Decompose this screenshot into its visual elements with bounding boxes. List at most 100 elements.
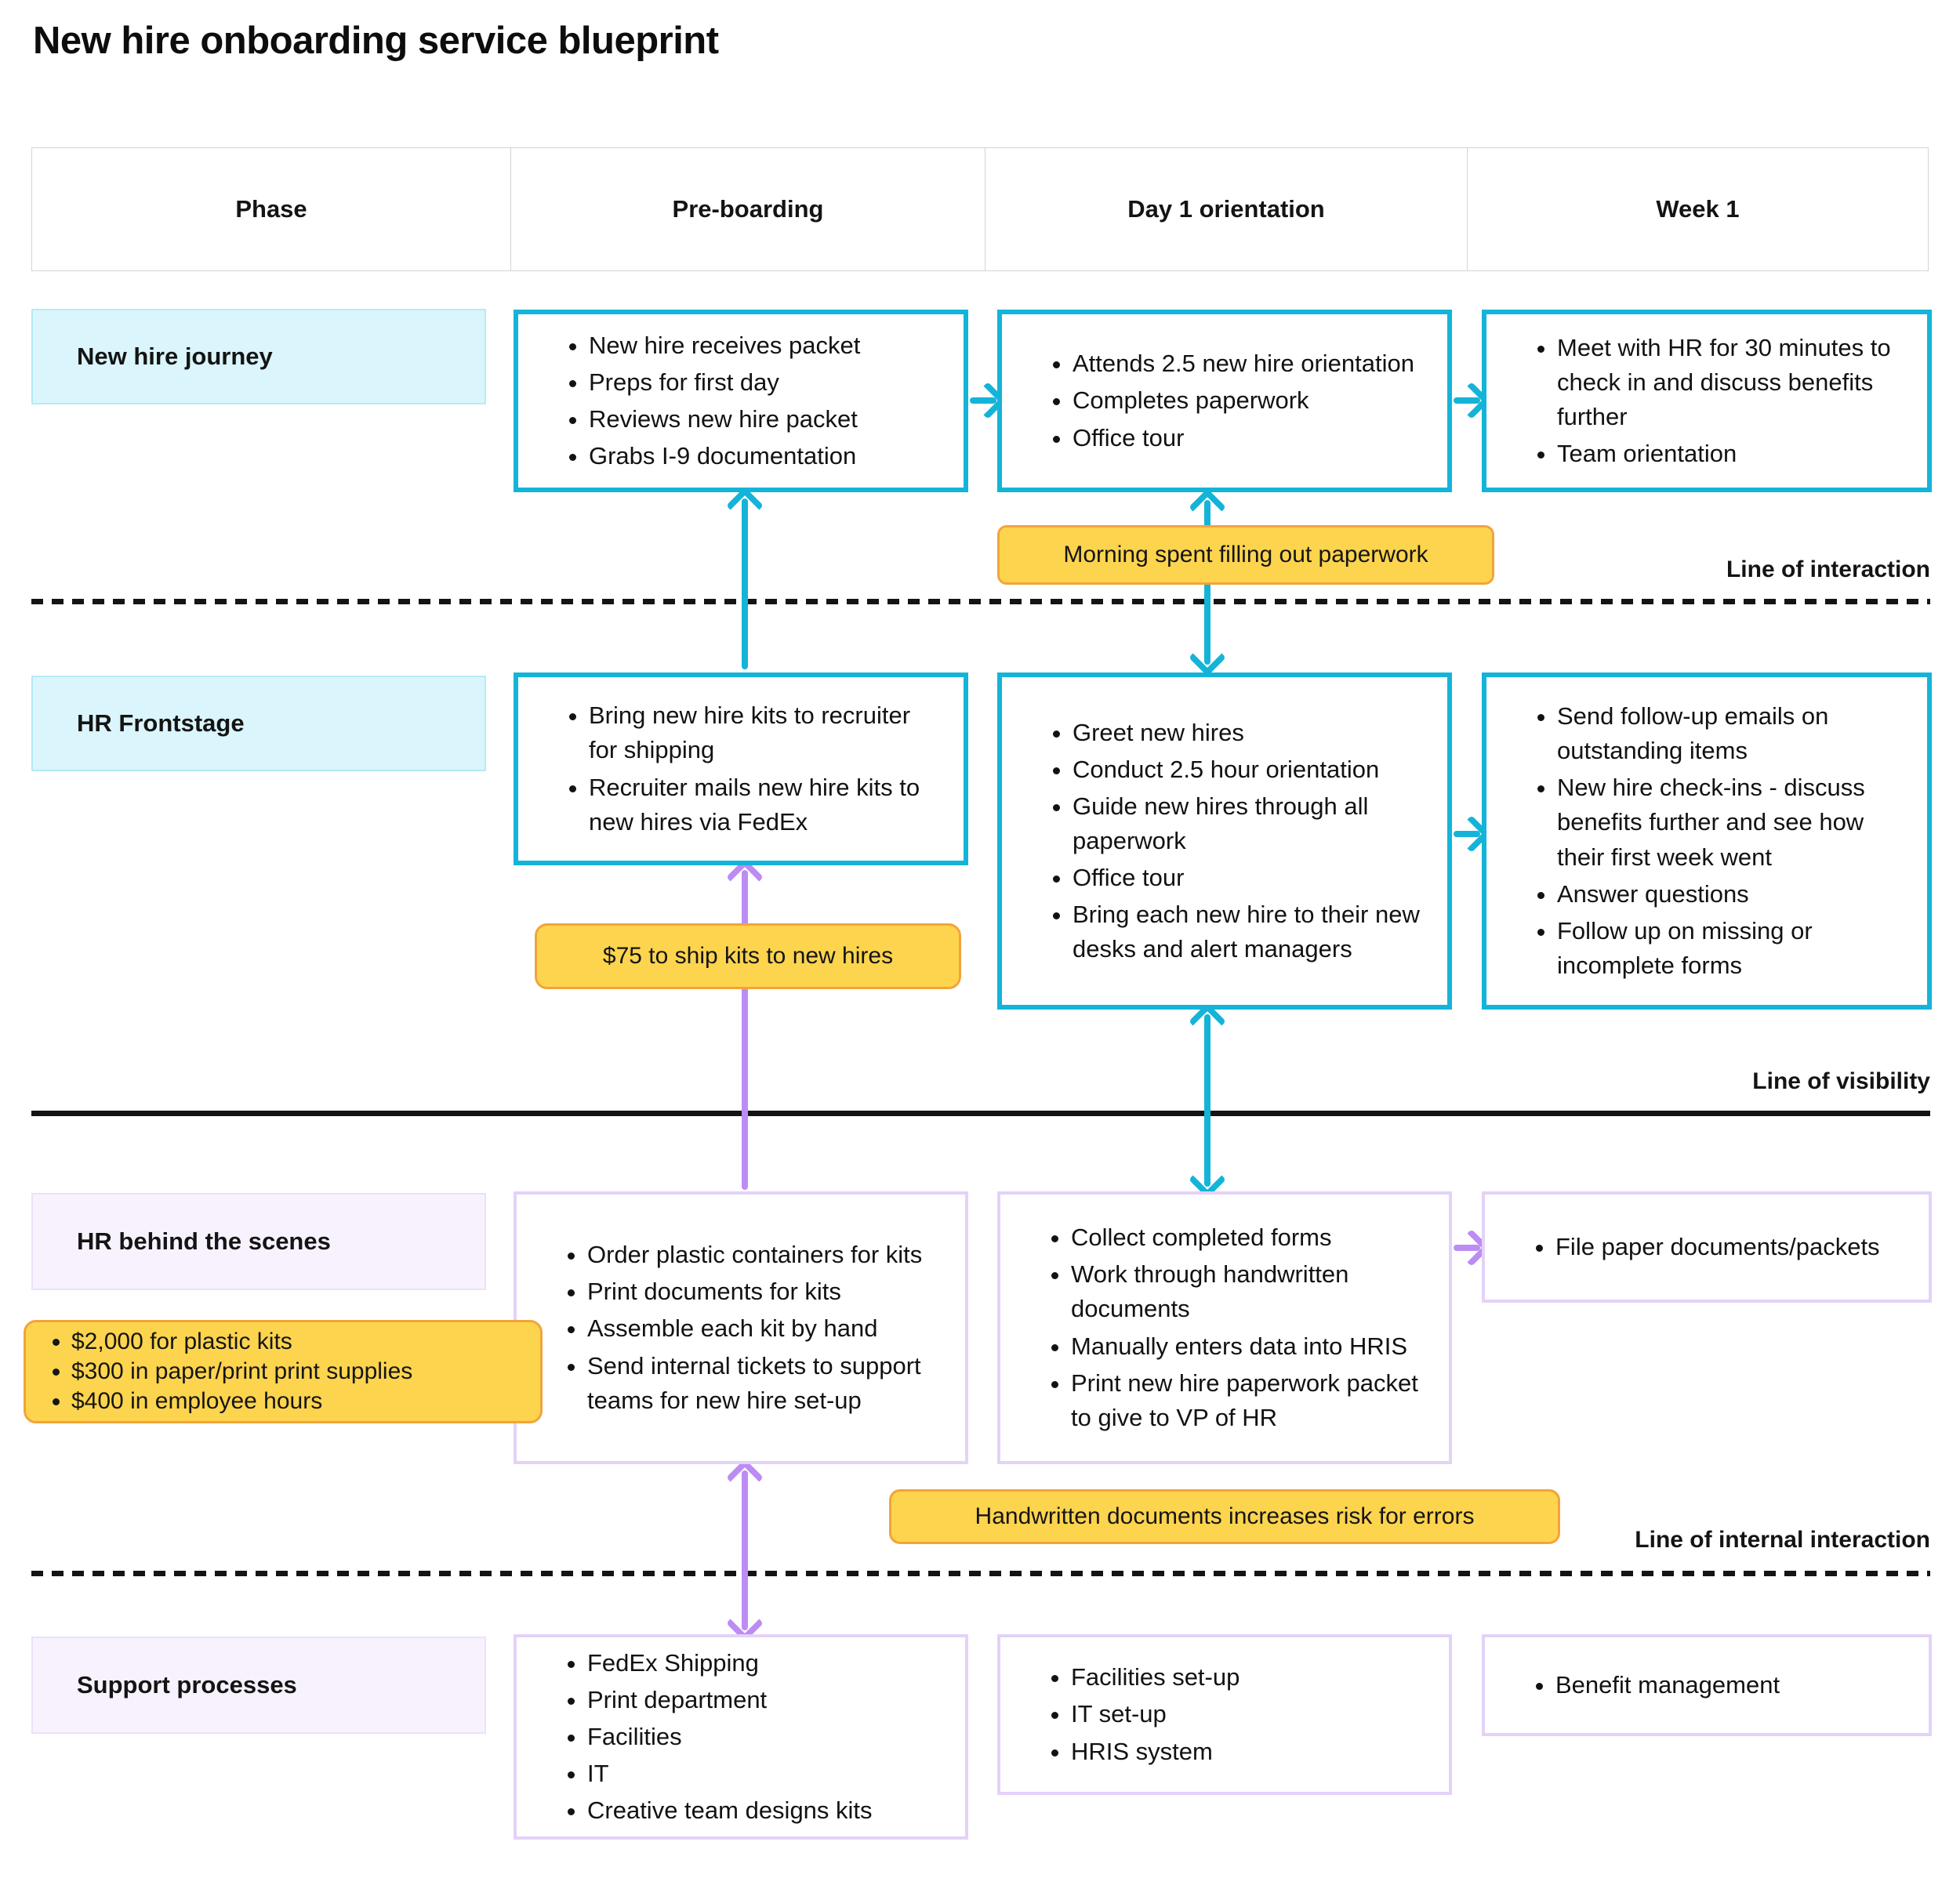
bullet-item: Bring new hire kits to recruiter for shi… bbox=[589, 698, 945, 767]
bullet-item: Recruiter mails new hire kits to new hir… bbox=[589, 770, 945, 839]
bullet-list: Benefit management bbox=[1527, 1666, 1780, 1705]
phase-header-day1: Day 1 orientation bbox=[985, 148, 1467, 270]
box-support-day1: Facilities set-upIT set-upHRIS system bbox=[997, 1634, 1452, 1795]
bullet-item: Bring each new hire to their new desks a… bbox=[1073, 897, 1428, 966]
arrow-shaft bbox=[970, 397, 996, 404]
box-backstage-preboarding: Order plastic containers for kitsPrint d… bbox=[514, 1191, 968, 1464]
bullet-item: Greet new hires bbox=[1073, 716, 1428, 750]
lane-label-hr-frontstage: HR Frontstage bbox=[31, 676, 486, 771]
arrow-frontstage-backstage-day1-bidirectional bbox=[1184, 1002, 1231, 1199]
line-of-visibility bbox=[31, 1111, 1930, 1116]
bullet-item: Creative team designs kits bbox=[587, 1793, 873, 1828]
box-journey-week1: Meet with HR for 30 minutes to check in … bbox=[1482, 310, 1932, 492]
bullet-item: Send follow-up emails on outstanding ite… bbox=[1557, 699, 1908, 768]
bullet-item: Send internal tickets to support teams f… bbox=[587, 1349, 946, 1418]
bullet-item: $400 in employee hours bbox=[71, 1388, 412, 1415]
arrow-shaft bbox=[742, 870, 748, 1190]
line-of-internal-interaction-label: Line of internal interaction bbox=[1635, 1527, 1930, 1553]
phase-header-week1: Week 1 bbox=[1467, 148, 1928, 270]
arrow-shaft bbox=[1204, 1014, 1210, 1187]
bullet-item: Collect completed forms bbox=[1071, 1220, 1430, 1255]
callout-handwritten-risk: Handwritten documents increases risk for… bbox=[889, 1489, 1560, 1544]
bullet-item: Attends 2.5 new hire orientation bbox=[1073, 346, 1414, 381]
bullet-item: Assemble each kit by hand bbox=[587, 1311, 946, 1346]
bullet-item: Office tour bbox=[1073, 861, 1428, 895]
bullet-list: Send follow-up emails on outstanding ite… bbox=[1529, 697, 1908, 984]
bullet-item: New hire check-ins - discuss benefits fu… bbox=[1557, 770, 1908, 874]
bullet-item: Office tour bbox=[1073, 421, 1414, 455]
bullet-list: New hire receives packetPreps for first … bbox=[561, 326, 860, 476]
bullet-item: Grabs I-9 documentation bbox=[589, 439, 860, 473]
arrow-journey-day1-to-week1 bbox=[1452, 381, 1491, 420]
bullet-item: IT set-up bbox=[1071, 1697, 1240, 1731]
bullet-item: New hire receives packet bbox=[589, 328, 860, 363]
bullet-item: Facilities set-up bbox=[1071, 1660, 1240, 1695]
box-journey-preboarding: New hire receives packetPreps for first … bbox=[514, 310, 968, 492]
bullet-item: Completes paperwork bbox=[1073, 383, 1414, 418]
box-backstage-day1: Collect completed formsWork through hand… bbox=[997, 1191, 1452, 1464]
bullet-item: Print documents for kits bbox=[587, 1274, 946, 1309]
bullet-list: $2,000 for plastic kits $300 in paper/pri… bbox=[45, 1325, 412, 1418]
bullet-item: FedEx Shipping bbox=[587, 1646, 873, 1680]
bullet-list: Bring new hire kits to recruiter for shi… bbox=[561, 696, 945, 841]
box-frontstage-week1: Send follow-up emails on outstanding ite… bbox=[1482, 673, 1932, 1010]
arrow-backstage-to-frontstage-preboarding bbox=[721, 857, 768, 1193]
box-frontstage-day1: Greet new hiresConduct 2.5 hour orientat… bbox=[997, 673, 1452, 1010]
arrow-shaft bbox=[1454, 1245, 1480, 1251]
bullet-list: Order plastic containers for kitsPrint d… bbox=[559, 1235, 946, 1419]
page-title: New hire onboarding service blueprint bbox=[33, 20, 719, 62]
box-frontstage-preboarding: Bring new hire kits to recruiter for shi… bbox=[514, 673, 968, 865]
arrow-head-up-icon bbox=[725, 486, 764, 525]
bullet-item: HRIS system bbox=[1071, 1735, 1240, 1769]
line-of-interaction-label: Line of interaction bbox=[1726, 557, 1930, 582]
bullet-item: Follow up on missing or incomplete forms bbox=[1557, 914, 1908, 983]
arrow-backstage-day1-to-week1 bbox=[1452, 1228, 1491, 1267]
arrow-backstage-support-preboarding-bidirectional bbox=[721, 1458, 768, 1643]
phase-header-phase: Phase bbox=[235, 195, 307, 223]
arrow-shaft bbox=[742, 499, 748, 669]
bullet-item: Team orientation bbox=[1557, 437, 1908, 471]
line-of-visibility-label: Line of visibility bbox=[1752, 1068, 1930, 1094]
arrow-head-down-icon bbox=[1188, 638, 1227, 677]
lane-label-hr-behind-the-scenes: HR behind the scenes bbox=[31, 1193, 486, 1290]
bullet-item: Answer questions bbox=[1557, 877, 1908, 912]
bullet-item: $2,000 for plastic kits bbox=[71, 1329, 412, 1355]
line-of-internal-interaction bbox=[31, 1571, 1930, 1576]
callout-shipping-cost: $75 to ship kits to new hires bbox=[535, 923, 961, 989]
lane-label-new-hire-journey: New hire journey bbox=[31, 309, 486, 404]
arrow-head-up-icon bbox=[1188, 488, 1227, 527]
arrow-head-up-icon bbox=[725, 1458, 764, 1497]
arrow-frontstage-to-journey-preboarding bbox=[721, 486, 768, 673]
bullet-list: FedEx ShippingPrint departmentFacilities… bbox=[559, 1644, 873, 1830]
bullet-item: Benefit management bbox=[1555, 1668, 1780, 1702]
lane-label-support-processes: Support processes bbox=[31, 1637, 486, 1734]
box-support-week1: Benefit management bbox=[1482, 1634, 1932, 1736]
line-of-interaction bbox=[31, 599, 1930, 604]
bullet-item: Reviews new hire packet bbox=[589, 402, 860, 437]
arrow-journey-preboarding-to-day1 bbox=[968, 381, 1007, 420]
bullet-item: Manually enters data into HRIS bbox=[1071, 1329, 1430, 1364]
bullet-list: Meet with HR for 30 minutes to check in … bbox=[1529, 328, 1908, 473]
bullet-item: Print department bbox=[587, 1683, 873, 1717]
bullet-list: Collect completed formsWork through hand… bbox=[1043, 1218, 1430, 1437]
box-support-preboarding: FedEx ShippingPrint departmentFacilities… bbox=[514, 1634, 968, 1840]
bullet-item: File paper documents/packets bbox=[1555, 1230, 1880, 1264]
bullet-item: Facilities bbox=[587, 1720, 873, 1754]
box-journey-day1: Attends 2.5 new hire orientationComplete… bbox=[997, 310, 1452, 492]
box-backstage-week1: File paper documents/packets bbox=[1482, 1191, 1932, 1303]
callout-kit-costs: $2,000 for plastic kits $300 in paper/pri… bbox=[24, 1320, 543, 1423]
bullet-list: File paper documents/packets bbox=[1527, 1227, 1880, 1267]
phase-header-row: Phase Pre-boarding Day 1 orientation Wee… bbox=[31, 147, 1929, 271]
arrow-frontstage-day1-to-week1 bbox=[1452, 814, 1491, 854]
bullet-item: $300 in paper/print print supplies bbox=[71, 1358, 412, 1385]
bullet-item: IT bbox=[587, 1757, 873, 1791]
arrow-shaft bbox=[742, 1470, 748, 1630]
phase-header-preboarding: Pre-boarding bbox=[510, 148, 985, 270]
bullet-list: Facilities set-upIT set-upHRIS system bbox=[1043, 1658, 1240, 1771]
bullet-item: Meet with HR for 30 minutes to check in … bbox=[1557, 331, 1908, 434]
bullet-item: Conduct 2.5 hour orientation bbox=[1073, 752, 1428, 787]
bullet-item: Preps for first day bbox=[589, 365, 860, 400]
bullet-item: Work through handwritten documents bbox=[1071, 1257, 1430, 1326]
bullet-item: Order plastic containers for kits bbox=[587, 1238, 946, 1272]
